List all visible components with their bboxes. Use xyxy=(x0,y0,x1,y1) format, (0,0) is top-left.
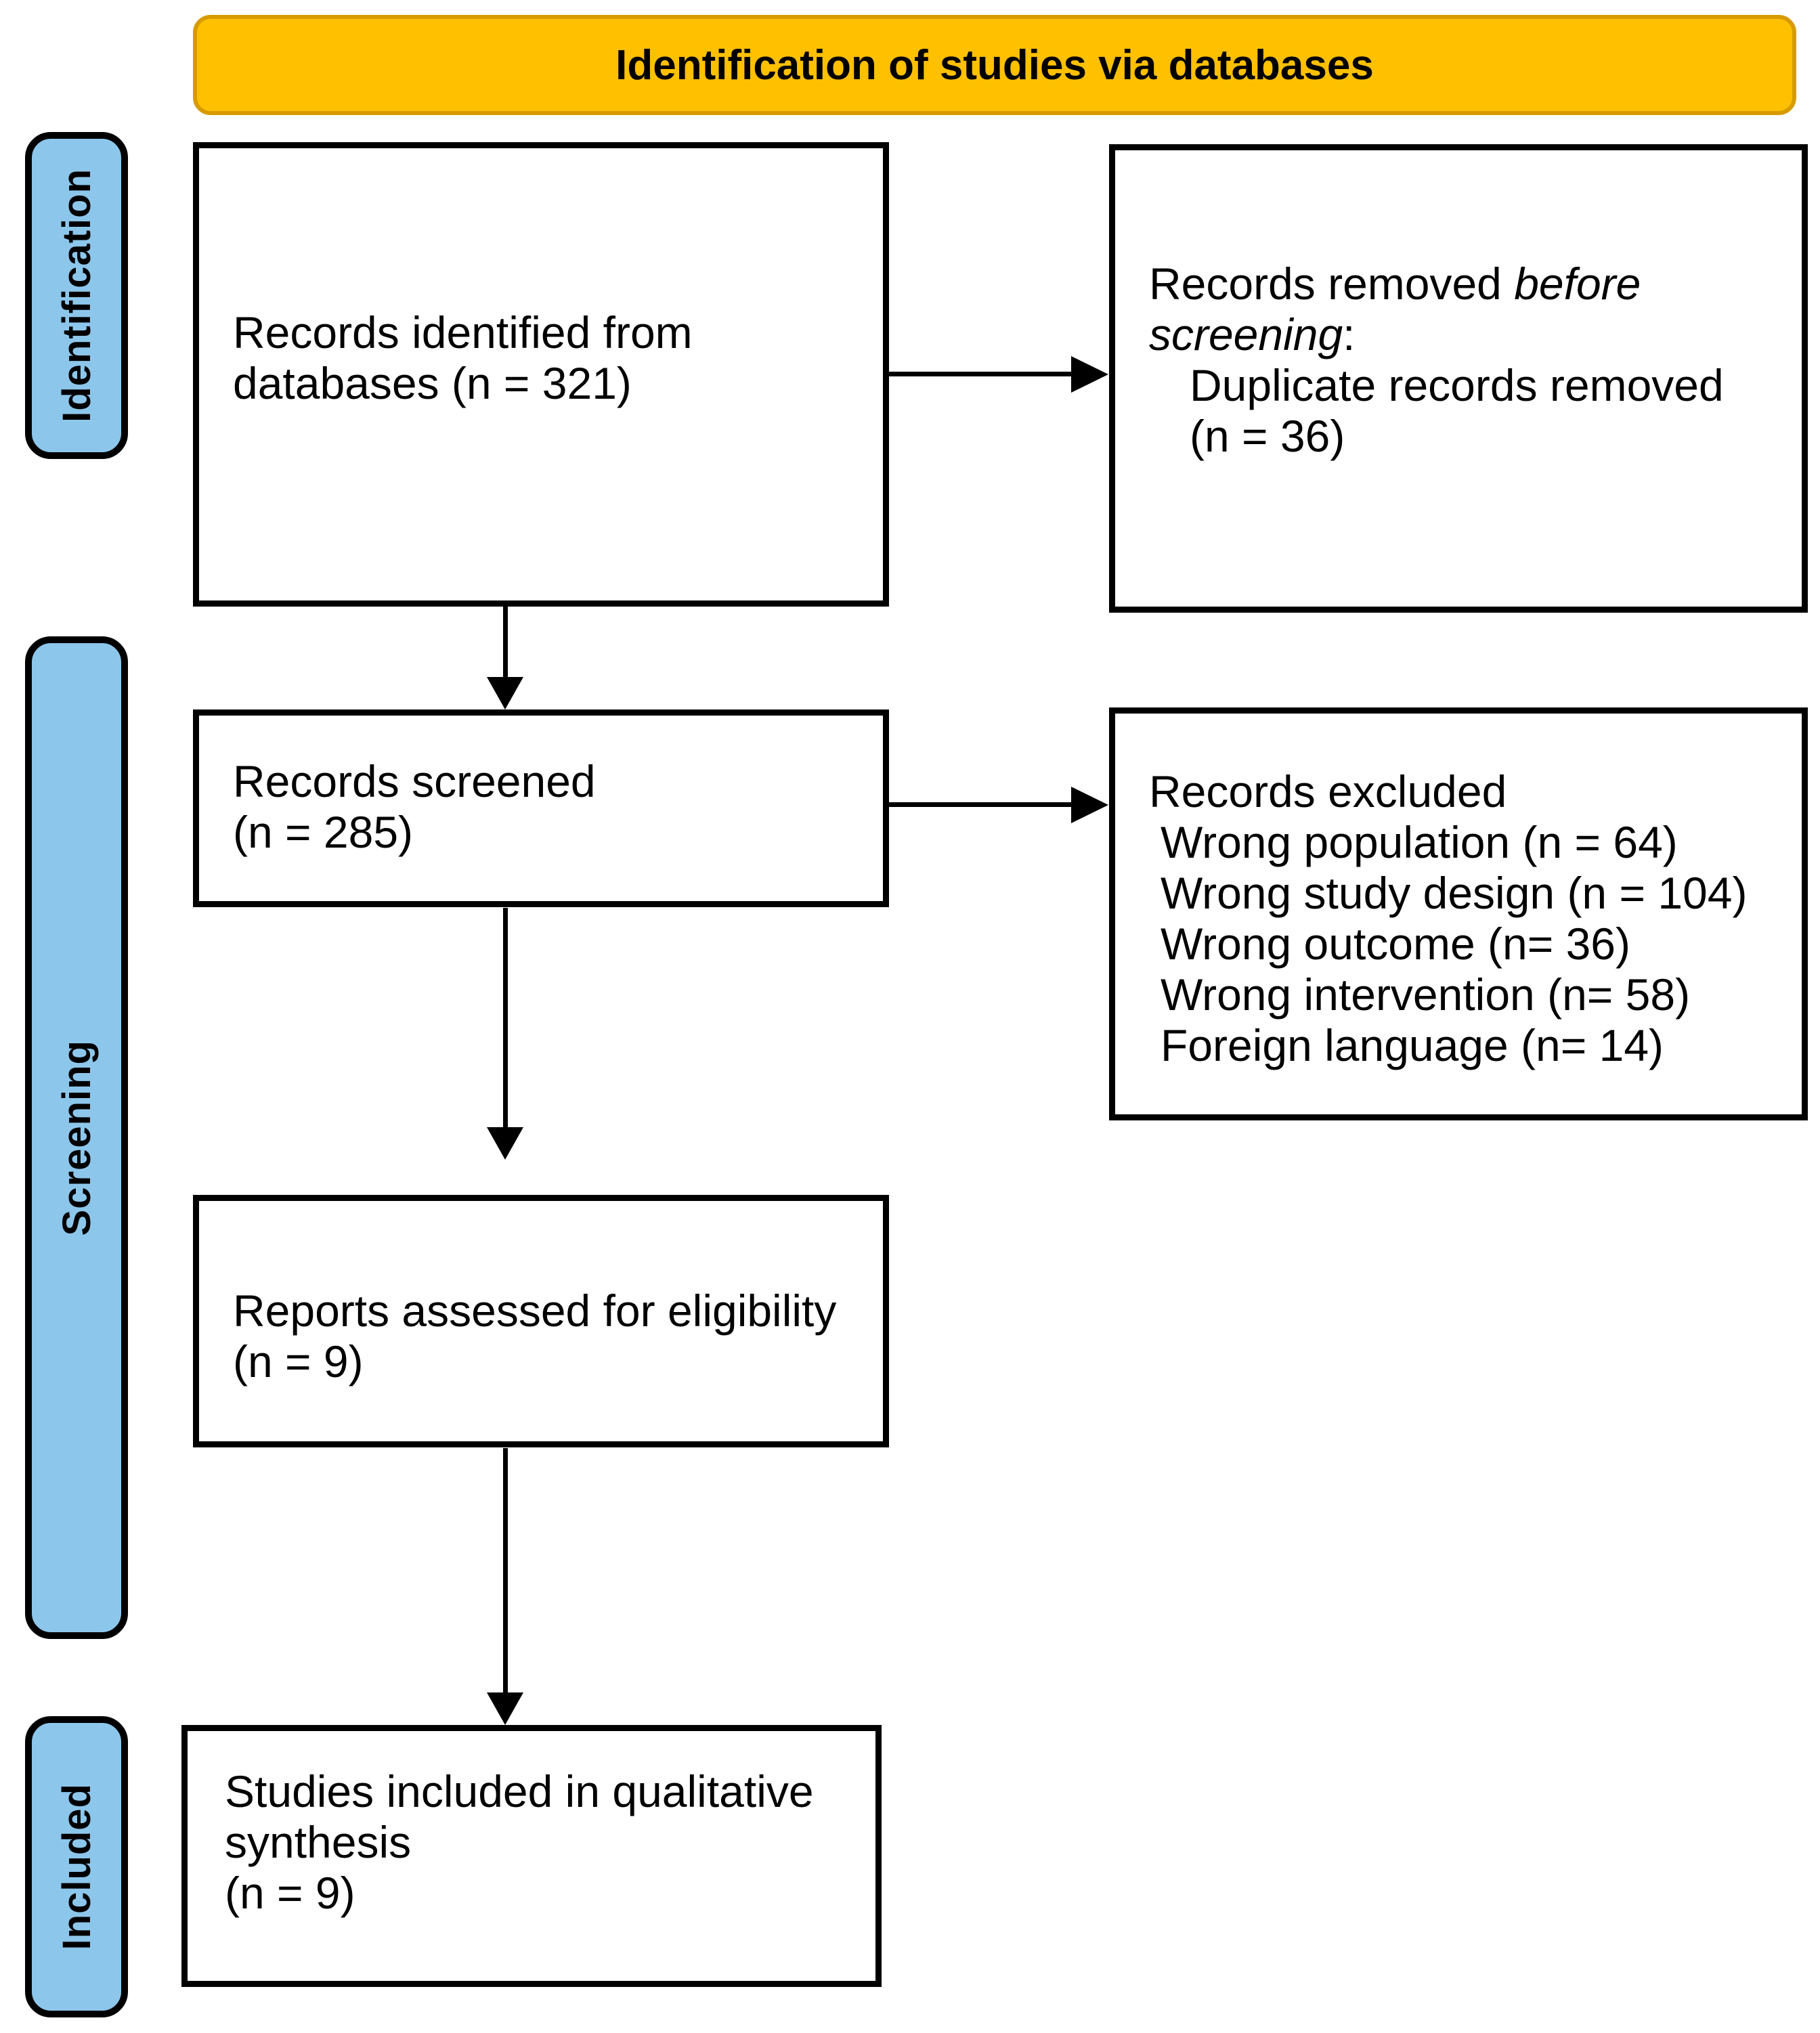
arrow-identified-to-screened-head-icon xyxy=(487,677,523,709)
arrow-screened-to-assessed-head-icon xyxy=(487,1127,523,1160)
box-records-identified: Records identified from databases (n = 3… xyxy=(193,142,889,607)
stage-label-screening: Screening xyxy=(54,1039,99,1236)
box-records-excluded-reasons: Wrong population (n = 64) Wrong study de… xyxy=(1161,817,1781,1071)
box-records-excluded: Records excluded Wrong population (n = 6… xyxy=(1109,707,1808,1120)
arrow-assessed-to-included-shaft xyxy=(503,1448,508,1692)
box-records-identified-text: Records identified from databases (n = 3… xyxy=(233,307,693,408)
banner-identification-via-databases: Identification of studies via databases xyxy=(193,15,1796,115)
stage-label-included: Included xyxy=(54,1783,99,1950)
banner-label: Identification of studies via databases xyxy=(615,41,1374,89)
stage-rail-screening: Screening xyxy=(25,636,128,1639)
stage-rail-included: Included xyxy=(25,1716,128,2017)
excluded-reason: Wrong study design (n = 104) xyxy=(1161,868,1748,918)
stage-rail-identification: Identification xyxy=(25,132,128,459)
stage-label-identification: Identification xyxy=(54,169,99,422)
arrow-screened-to-excluded-shaft xyxy=(889,802,1071,807)
excluded-reason: Wrong intervention (n= 58) xyxy=(1161,969,1691,1020)
arrow-identified-to-screened-shaft xyxy=(503,607,508,677)
box-studies-included-text: Studies included in qualitative synthesi… xyxy=(225,1766,814,1918)
box-records-screened: Records screened (n = 285) xyxy=(193,709,889,907)
box-studies-included: Studies included in qualitative synthesi… xyxy=(181,1725,882,1987)
arrow-screened-to-excluded-head-icon xyxy=(1071,787,1108,823)
arrow-identified-to-removed-head-icon xyxy=(1071,356,1108,393)
box-records-excluded-title: Records excluded xyxy=(1149,766,1507,816)
box-records-removed-detail: Duplicate records removed (n = 36) xyxy=(1190,360,1724,461)
arrow-assessed-to-included-head-icon xyxy=(487,1692,523,1725)
arrow-screened-to-assessed-shaft xyxy=(503,908,508,1127)
box-reports-assessed-text: Reports assessed for eligibility (n = 9) xyxy=(233,1286,837,1386)
arrow-identified-to-removed-shaft xyxy=(889,372,1071,376)
excluded-reason: Wrong outcome (n= 36) xyxy=(1161,919,1630,969)
box-records-screened-text: Records screened (n = 285) xyxy=(233,756,596,857)
excluded-reason: Foreign language (n= 14) xyxy=(1161,1020,1664,1070)
box-reports-assessed: Reports assessed for eligibility (n = 9) xyxy=(193,1195,889,1447)
excluded-reason: Wrong population (n = 64) xyxy=(1161,817,1678,867)
